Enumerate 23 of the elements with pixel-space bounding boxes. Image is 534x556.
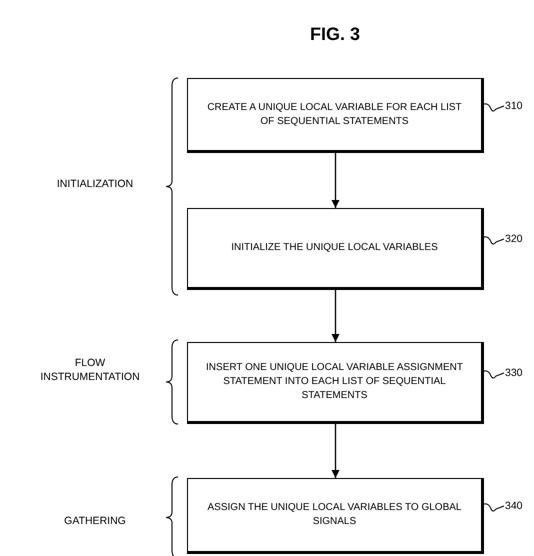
figure-title: FIG. 3 [308,24,361,45]
leader-line [484,236,504,244]
reference-number: 320 [505,232,531,246]
phase-label: FLOW INSTRUMENTATION [39,356,141,384]
phase-label: INITIALIZATION [56,177,134,192]
process-box [187,208,484,290]
process-box [187,478,484,554]
step-text: CREATE A UNIQUE LOCAL VARIABLE FOR EACH LIST OF SEQUENTIAL STATEMENTS [206,100,463,128]
arrow [332,424,340,478]
reference-number: 310 [505,99,531,113]
arrow [332,290,340,342]
process-box [187,342,484,424]
step-text: ASSIGN THE UNIQUE LOCAL VARIABLES TO GLOBAL SIGNALS [206,501,462,529]
leader-line [484,503,504,512]
step-text: INSERT ONE UNIQUE LOCAL VARIABLE ASSIGNMENT STATEMENT INTO EACH LIST OF SEQUENTIAL STATEMENTS [205,361,464,403]
leader-line [484,103,504,112]
process-box [187,78,484,153]
phase-label: GATHERING [63,514,127,528]
arrow [332,153,340,208]
reference-number: 330 [505,366,531,380]
reference-number: 340 [505,499,531,513]
step-text: INITIALIZE THE UNIQUE LOCAL VARIABLES [231,241,438,255]
leader-line [484,370,504,378]
